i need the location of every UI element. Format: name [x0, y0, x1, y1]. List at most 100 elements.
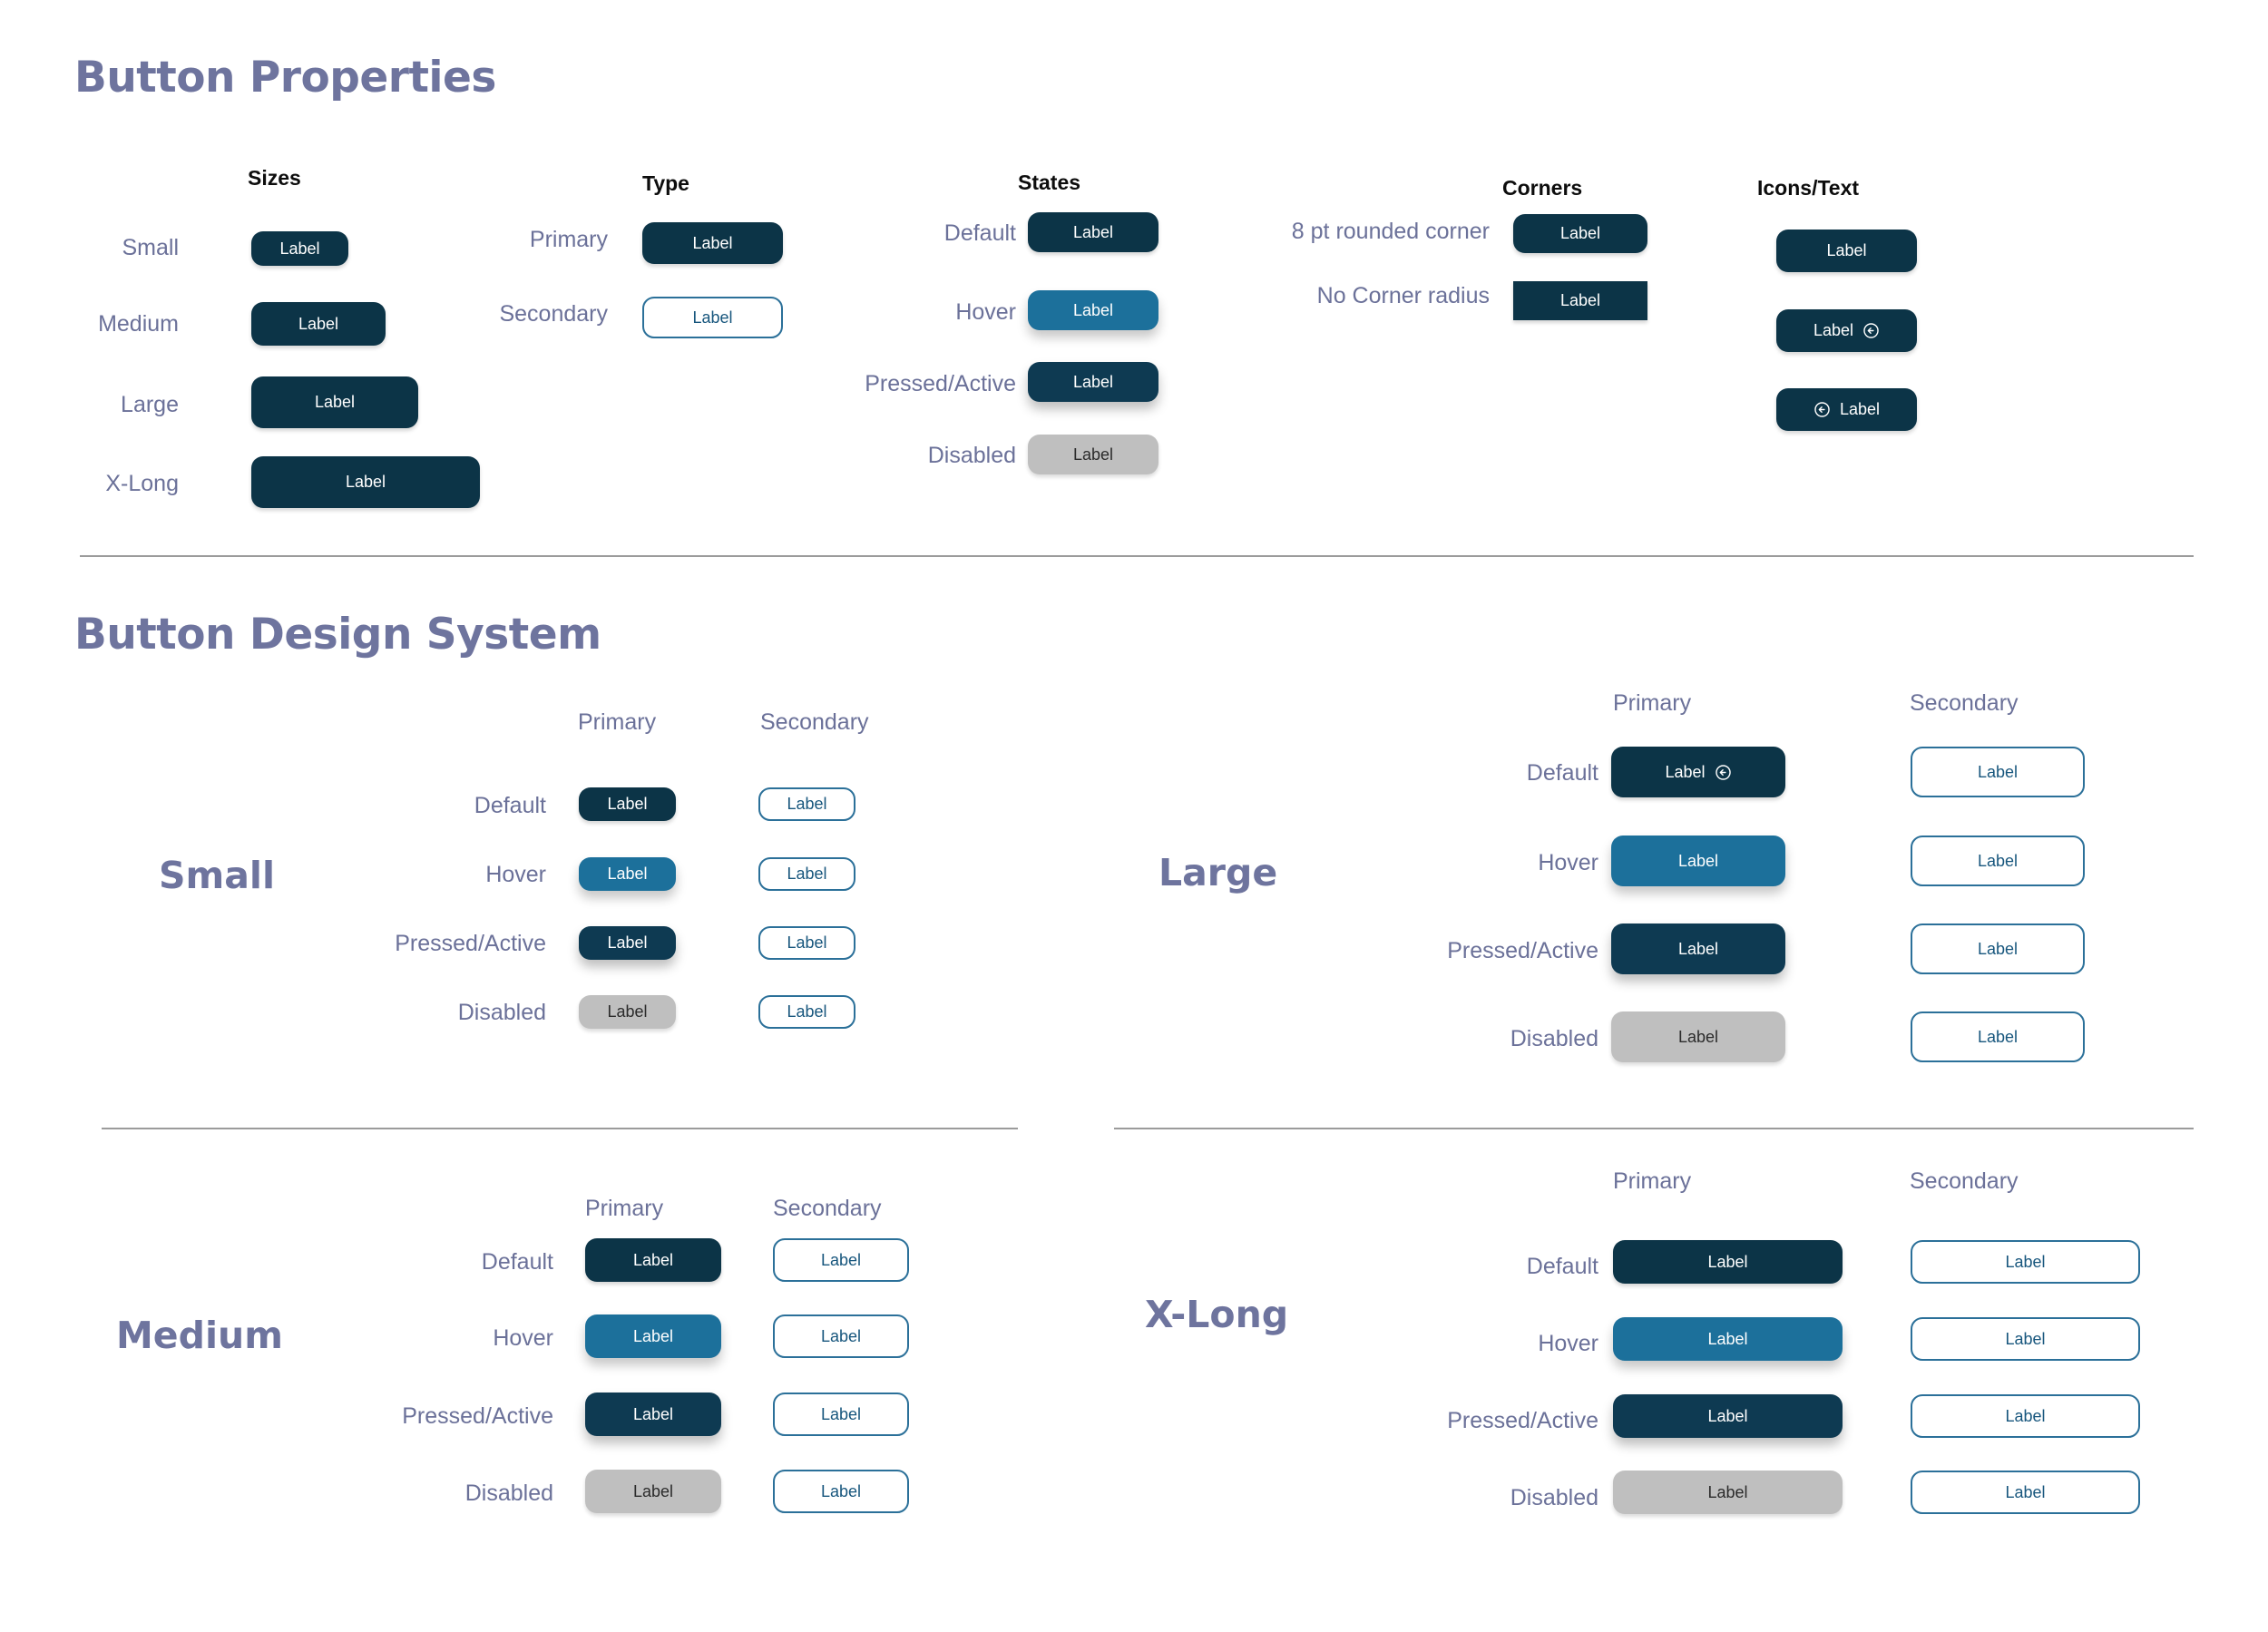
size-label-small: Small: [122, 235, 179, 260]
type-button-secondary[interactable]: Label: [642, 297, 783, 338]
section-divider-left: [102, 1128, 1018, 1129]
xlong-primary-pressed[interactable]: Label: [1613, 1394, 1843, 1438]
large-state-label-disabled: Disabled: [1510, 1026, 1598, 1051]
type-label-primary: Primary: [529, 227, 608, 252]
large-state-label-hover: Hover: [1538, 850, 1598, 875]
small-state-label-disabled: Disabled: [457, 1000, 546, 1025]
large-secondary-hover[interactable]: Label: [1911, 836, 2085, 886]
icons-button-text-only[interactable]: Label: [1776, 230, 1917, 272]
small-primary-disabled: Label: [579, 995, 676, 1029]
corner-button-rounded[interactable]: Label: [1513, 214, 1647, 253]
small-column-header-primary: Primary: [578, 709, 657, 735]
small-state-label-default: Default: [474, 793, 546, 818]
large-primary-pressed[interactable]: Label: [1611, 923, 1785, 974]
group-title-xlong: X-Long: [1145, 1293, 1289, 1336]
small-state-label-hover: Hover: [485, 862, 546, 887]
medium-secondary-default[interactable]: Label: [773, 1238, 909, 1282]
icons-button-label-3: Label: [1839, 400, 1881, 418]
size-button-xlong[interactable]: Label: [251, 456, 480, 508]
type-label-secondary: Secondary: [499, 301, 608, 327]
xlong-column-header-secondary: Secondary: [1910, 1168, 2019, 1194]
small-primary-pressed[interactable]: Label: [579, 926, 676, 960]
column-header-sizes: Sizes: [248, 166, 301, 190]
size-button-large[interactable]: Label: [251, 376, 418, 428]
xlong-secondary-default[interactable]: Label: [1911, 1240, 2140, 1284]
group-title-large: Large: [1158, 851, 1278, 894]
small-primary-default[interactable]: Label: [579, 787, 676, 821]
large-secondary-disabled[interactable]: Label: [1911, 1011, 2085, 1062]
xlong-primary-hover[interactable]: Label: [1613, 1317, 1843, 1361]
xlong-primary-default[interactable]: Label: [1613, 1240, 1843, 1284]
medium-primary-pressed[interactable]: Label: [585, 1393, 721, 1436]
large-secondary-pressed[interactable]: Label: [1911, 923, 2085, 974]
group-title-small: Small: [159, 854, 276, 897]
large-primary-default-label: Label: [1665, 762, 1706, 781]
xlong-state-label-default: Default: [1526, 1254, 1598, 1279]
xlong-primary-disabled: Label: [1613, 1471, 1843, 1514]
small-secondary-disabled[interactable]: Label: [758, 995, 855, 1029]
icons-button-trailing-icon[interactable]: Label: [1776, 309, 1917, 352]
corner-button-square[interactable]: Label: [1513, 281, 1647, 320]
medium-state-label-pressed: Pressed/Active: [402, 1403, 553, 1429]
state-button-default[interactable]: Label: [1028, 212, 1158, 252]
corner-label-square: No Corner radius: [1316, 283, 1490, 308]
section-divider-top: [80, 555, 2194, 557]
large-state-label-default: Default: [1526, 760, 1598, 786]
xlong-state-label-pressed: Pressed/Active: [1447, 1408, 1598, 1433]
large-column-header-primary: Primary: [1613, 690, 1692, 716]
medium-primary-hover[interactable]: Label: [585, 1314, 721, 1358]
large-secondary-default[interactable]: Label: [1911, 747, 2085, 797]
state-label-hover: Hover: [955, 299, 1016, 325]
size-label-large: Large: [121, 392, 179, 417]
small-secondary-hover[interactable]: Label: [758, 857, 855, 891]
page-title-button-properties: Button Properties: [74, 53, 496, 103]
size-label-xlong: X-Long: [105, 471, 179, 496]
icons-button-label-2: Label: [1813, 321, 1854, 339]
small-state-label-pressed: Pressed/Active: [395, 931, 546, 956]
medium-column-header-secondary: Secondary: [773, 1196, 882, 1221]
icons-button-leading-icon[interactable]: Label: [1776, 388, 1917, 431]
size-label-medium: Medium: [98, 311, 179, 337]
arrow-circle-left-icon: [1715, 764, 1732, 781]
page-title-button-design-system: Button Design System: [74, 610, 601, 660]
small-secondary-default[interactable]: Label: [758, 787, 855, 821]
medium-state-label-disabled: Disabled: [464, 1481, 553, 1506]
large-state-label-pressed: Pressed/Active: [1447, 938, 1598, 963]
small-secondary-pressed[interactable]: Label: [758, 926, 855, 960]
large-column-header-secondary: Secondary: [1910, 690, 2019, 716]
state-label-default: Default: [943, 220, 1016, 246]
medium-primary-disabled: Label: [585, 1470, 721, 1513]
large-primary-disabled: Label: [1611, 1011, 1785, 1062]
medium-column-header-primary: Primary: [585, 1196, 664, 1221]
state-label-disabled: Disabled: [927, 443, 1016, 468]
state-button-disabled: Label: [1028, 435, 1158, 474]
leading-arrow-circle-left-icon: [1813, 401, 1831, 418]
corner-label-rounded: 8 pt rounded corner: [1291, 219, 1490, 244]
state-button-pressed[interactable]: Label: [1028, 362, 1158, 402]
icons-button-label-1: Label: [1826, 241, 1867, 259]
trailing-arrow-circle-left-icon: [1862, 322, 1880, 339]
column-header-icons-text: Icons/Text: [1757, 176, 1860, 200]
large-primary-default[interactable]: Label: [1611, 747, 1785, 797]
xlong-secondary-hover[interactable]: Label: [1911, 1317, 2140, 1361]
state-button-hover[interactable]: Label: [1028, 290, 1158, 330]
section-divider-right: [1114, 1128, 2194, 1129]
small-primary-hover[interactable]: Label: [579, 857, 676, 891]
medium-secondary-pressed[interactable]: Label: [773, 1393, 909, 1436]
xlong-column-header-primary: Primary: [1613, 1168, 1692, 1194]
column-header-type: Type: [642, 171, 689, 195]
large-primary-hover[interactable]: Label: [1611, 836, 1785, 886]
state-label-pressed: Pressed/Active: [865, 371, 1016, 396]
medium-secondary-hover[interactable]: Label: [773, 1314, 909, 1358]
type-button-primary[interactable]: Label: [642, 222, 783, 264]
xlong-secondary-disabled[interactable]: Label: [1911, 1471, 2140, 1514]
medium-state-label-default: Default: [481, 1249, 553, 1275]
column-header-corners: Corners: [1502, 176, 1583, 200]
xlong-secondary-pressed[interactable]: Label: [1911, 1394, 2140, 1438]
size-button-medium[interactable]: Label: [251, 302, 386, 346]
medium-primary-default[interactable]: Label: [585, 1238, 721, 1282]
group-title-medium: Medium: [116, 1314, 283, 1357]
medium-secondary-disabled[interactable]: Label: [773, 1470, 909, 1513]
xlong-state-label-disabled: Disabled: [1510, 1485, 1598, 1510]
size-button-small[interactable]: Label: [251, 231, 348, 266]
